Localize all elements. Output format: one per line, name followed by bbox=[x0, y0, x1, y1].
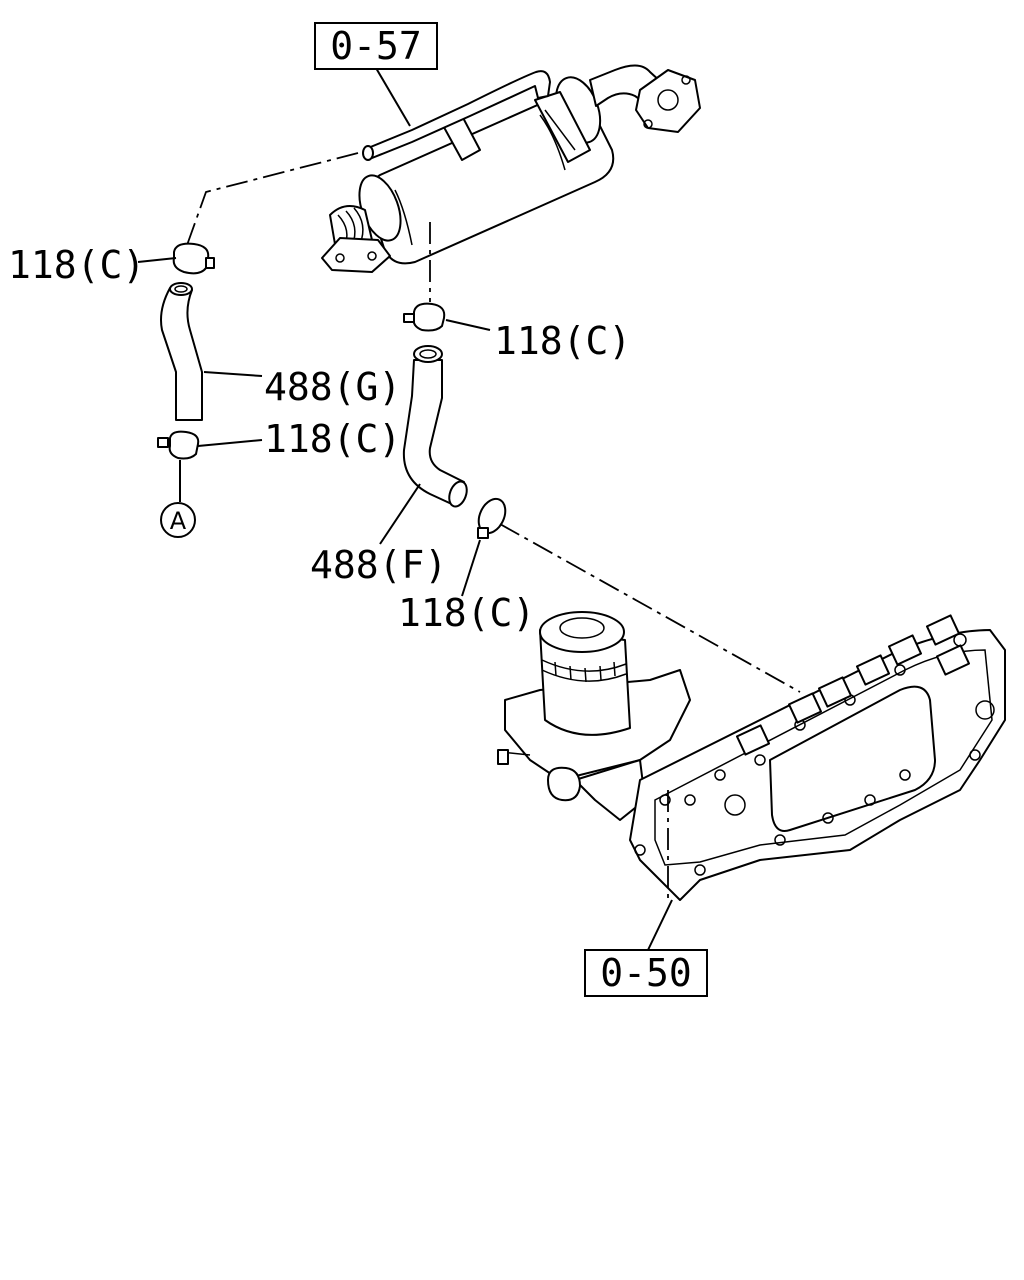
hose-488f bbox=[402, 345, 468, 508]
ref-label-oil-cooler: 0-50 bbox=[600, 951, 692, 995]
label-clamp-bottom-left[interactable]: 118(C) bbox=[264, 417, 401, 461]
oil-cooler bbox=[497, 611, 1006, 901]
clamp-top-right bbox=[403, 302, 446, 332]
label-clamp-bottom-right[interactable]: 118(C) bbox=[398, 591, 535, 635]
connector-a-label: A bbox=[170, 507, 187, 535]
hose-488g bbox=[160, 282, 203, 421]
egr-cooler bbox=[321, 64, 701, 273]
ref-label-egr-cooler: 0-57 bbox=[330, 24, 422, 68]
clamp-top-left bbox=[172, 242, 215, 275]
label-hose-488g[interactable]: 488(G) bbox=[264, 365, 401, 409]
connector-a[interactable]: A bbox=[160, 502, 196, 538]
label-hose-488f[interactable]: 488(F) bbox=[310, 543, 447, 587]
label-clamp-top-right[interactable]: 118(C) bbox=[494, 319, 631, 363]
ref-box-oil-cooler[interactable]: 0-50 bbox=[584, 949, 708, 997]
clamp-bottom-right bbox=[477, 497, 507, 539]
cooler-bosses bbox=[735, 614, 971, 756]
ref-box-egr-cooler[interactable]: 0-57 bbox=[314, 22, 438, 70]
leader-lines bbox=[137, 67, 801, 951]
clamp-bottom-left bbox=[157, 430, 200, 460]
label-clamp-top-left[interactable]: 118(C) bbox=[8, 243, 145, 287]
